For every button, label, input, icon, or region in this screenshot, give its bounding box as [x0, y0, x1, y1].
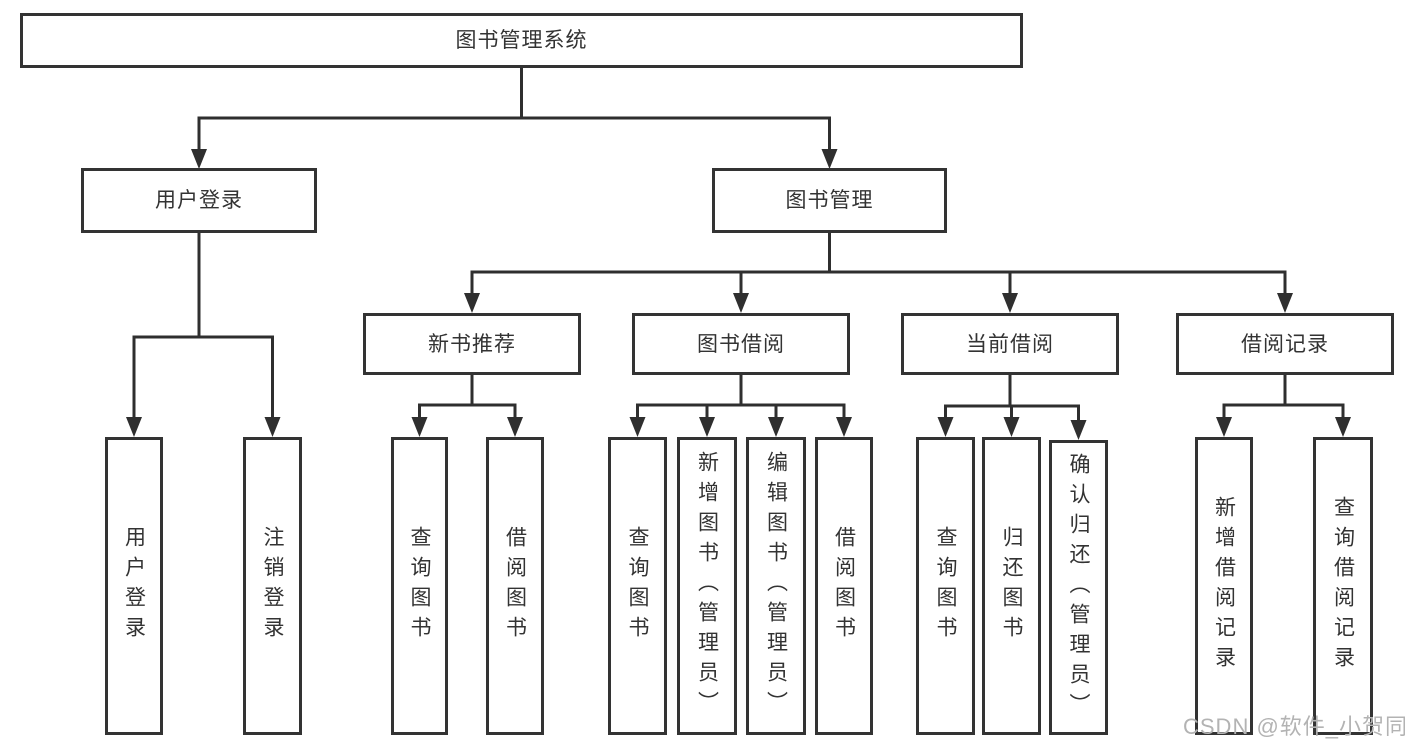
node-library-management-system: 图书管理系统: [20, 13, 1023, 68]
node-leaf-logout: 注销登录: [243, 437, 302, 735]
node-current-borrowing: 当前借阅: [901, 313, 1119, 375]
arrowhead: [264, 417, 281, 437]
node-borrowing-records: 借阅记录: [1176, 313, 1394, 375]
node-label: 新增图书（管理员）: [695, 451, 719, 721]
node-user-login: 用户登录: [81, 168, 317, 233]
node-label: 当前借阅: [966, 332, 1054, 356]
connector-book-mgmt-children: [464, 233, 1293, 313]
node-label: 确认归还（管理员）: [1067, 452, 1090, 723]
node-label: 图书管理: [785, 189, 874, 212]
node-leaf-recommend-query-books: 查询图书: [391, 437, 448, 735]
connector-recommend-children: [411, 375, 523, 437]
connector-records-children: [1216, 375, 1351, 437]
node-leaf-confirm-return-admin: 确认归还（管理员）: [1049, 440, 1108, 735]
node-label: 借阅图书: [503, 526, 527, 646]
arrowhead: [1277, 293, 1293, 313]
node-book-management: 图书管理: [712, 168, 947, 233]
node-leaf-recommend-borrow-books: 借阅图书: [486, 437, 544, 735]
arrowhead: [411, 417, 428, 437]
node-label: 用户登录: [122, 526, 146, 646]
node-leaf-add-borrow-record: 新增借阅记录: [1195, 437, 1253, 735]
node-label: 查询图书: [408, 526, 431, 646]
connector-current-children: [937, 375, 1087, 440]
csdn-watermark: CSDN @软件_小贺同学: [1183, 714, 1405, 739]
arrowhead: [1003, 417, 1020, 437]
node-leaf-borrow-books: 借阅图书: [815, 437, 873, 735]
arrowhead: [191, 149, 207, 169]
node-label: 用户登录: [155, 189, 243, 212]
node-label: 图书管理系统: [455, 29, 588, 52]
node-new-book-recommendation: 新书推荐: [363, 313, 581, 375]
node-leaf-return-books: 归还图书: [982, 437, 1041, 735]
node-label: 编辑图书（管理员）: [764, 451, 788, 721]
arrowhead: [699, 417, 715, 437]
arrowhead: [836, 417, 852, 437]
arrowhead: [937, 417, 954, 437]
node-label: 新增借阅记录: [1212, 496, 1236, 676]
node-leaf-current-query-books: 查询图书: [916, 437, 975, 735]
node-label: 借阅记录: [1241, 332, 1329, 356]
node-leaf-borrow-query-books: 查询图书: [608, 437, 667, 735]
node-label: 查询借阅记录: [1331, 496, 1355, 676]
node-label: 借阅图书: [832, 526, 856, 646]
node-leaf-user-login: 用户登录: [105, 437, 163, 735]
arrowhead: [1002, 293, 1018, 313]
node-leaf-query-borrow-record: 查询借阅记录: [1313, 437, 1373, 735]
node-label: 新书推荐: [428, 332, 516, 356]
arrowhead: [1070, 420, 1087, 440]
arrowhead: [1216, 417, 1232, 437]
connector-borrow-children: [629, 375, 852, 437]
connector-root-to-level2: [191, 68, 838, 169]
node-leaf-edit-books-admin: 编辑图书（管理员）: [746, 437, 806, 735]
node-book-borrowing: 图书借阅: [632, 313, 850, 375]
arrowhead: [821, 149, 838, 169]
arrowhead: [733, 293, 749, 313]
arrowhead: [1335, 417, 1351, 437]
arrowhead: [629, 417, 646, 437]
node-leaf-add-books-admin: 新增图书（管理员）: [677, 437, 737, 735]
arrowhead: [768, 417, 784, 437]
arrowhead: [126, 417, 142, 437]
node-label: 归还图书: [1000, 526, 1023, 646]
node-label: 查询图书: [626, 526, 649, 646]
node-label: 查询图书: [934, 526, 957, 646]
arrowhead: [507, 417, 523, 437]
node-label: 注销登录: [261, 526, 284, 646]
connector-user-login-children: [126, 233, 281, 437]
node-label: 图书借阅: [697, 332, 785, 356]
arrowhead: [464, 293, 480, 313]
